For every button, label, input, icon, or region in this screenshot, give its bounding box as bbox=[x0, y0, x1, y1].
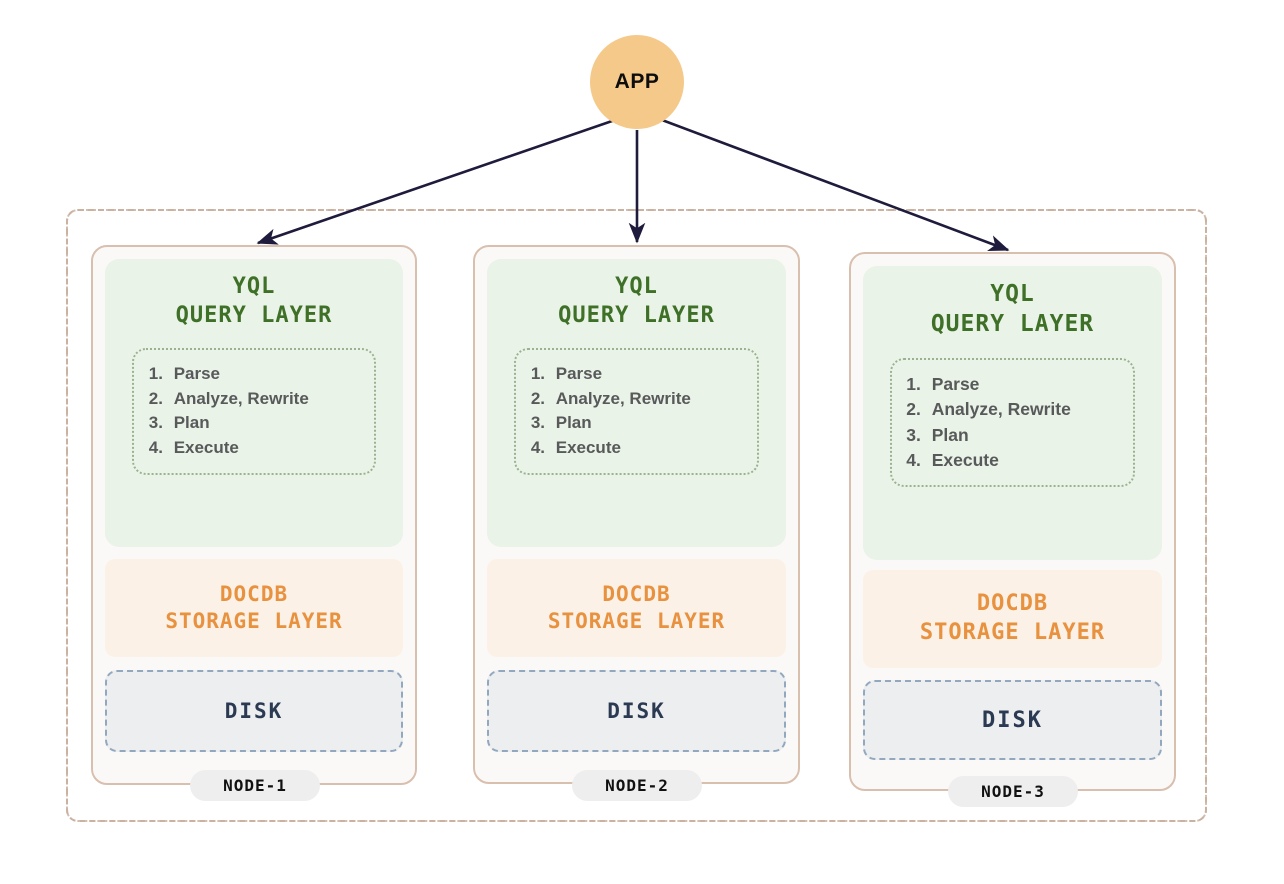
node-badge-3: NODE-3 bbox=[948, 776, 1078, 807]
list-item: Execute bbox=[550, 436, 691, 461]
yql-title-line1-2: YQL bbox=[615, 274, 658, 299]
docdb-storage-layer-panel-3: DOCDB STORAGE LAYER bbox=[863, 570, 1162, 668]
yql-steps-box-2: Parse Analyze, Rewrite Plan Execute bbox=[513, 348, 760, 475]
list-item: Analyze, Rewrite bbox=[926, 397, 1071, 422]
docdb-title-line1-1: DOCDB bbox=[219, 581, 289, 606]
list-item: Execute bbox=[926, 448, 1071, 473]
docdb-title-line2-1: STORAGE LAYER bbox=[165, 609, 343, 633]
disk-panel-1: DISK bbox=[105, 670, 403, 752]
node-badge-1: NODE-1 bbox=[190, 770, 320, 801]
yql-steps-list-1: Parse Analyze, Rewrite Plan Execute bbox=[138, 362, 309, 461]
yql-steps-box-3: Parse Analyze, Rewrite Plan Execute bbox=[889, 357, 1136, 488]
node-badge-2: NODE-2 bbox=[572, 770, 702, 801]
docdb-title-3: DOCDB STORAGE LAYER bbox=[920, 590, 1105, 647]
node-badge-label-3: NODE-3 bbox=[981, 782, 1045, 801]
docdb-storage-layer-panel-2: DOCDB STORAGE LAYER bbox=[487, 559, 786, 657]
yql-title-line1-1: YQL bbox=[232, 274, 276, 299]
disk-label-1: DISK bbox=[224, 699, 284, 723]
docdb-storage-layer-panel-1: DOCDB STORAGE LAYER bbox=[105, 559, 403, 657]
list-item: Plan bbox=[550, 411, 691, 436]
list-item: Parse bbox=[168, 362, 309, 387]
list-item: Execute bbox=[168, 436, 309, 461]
yql-steps-list-2: Parse Analyze, Rewrite Plan Execute bbox=[520, 362, 691, 461]
list-item: Parse bbox=[550, 362, 691, 387]
yql-title-line1-3: YQL bbox=[990, 281, 1035, 307]
node-card-2[interactable]: YQL QUERY LAYER Parse Analyze, Rewrite P… bbox=[473, 245, 800, 784]
node-card-3[interactable]: YQL QUERY LAYER Parse Analyze, Rewrite P… bbox=[849, 252, 1176, 791]
yql-title-line2-2: QUERY LAYER bbox=[558, 302, 715, 328]
docdb-title-line1-2: DOCDB bbox=[602, 581, 671, 606]
yql-steps-box-1: Parse Analyze, Rewrite Plan Execute bbox=[131, 348, 377, 475]
docdb-title-line2-3: STORAGE LAYER bbox=[919, 620, 1106, 645]
disk-panel-3: DISK bbox=[863, 680, 1162, 760]
docdb-title-line2-2: STORAGE LAYER bbox=[547, 609, 726, 633]
list-item: Parse bbox=[926, 372, 1071, 397]
disk-panel-2: DISK bbox=[487, 670, 786, 752]
disk-label-3: DISK bbox=[982, 707, 1043, 733]
docdb-title-1: DOCDB STORAGE LAYER bbox=[165, 581, 342, 636]
app-node[interactable]: APP bbox=[590, 35, 684, 129]
list-item: Analyze, Rewrite bbox=[550, 387, 691, 412]
yql-title-line2-1: QUERY LAYER bbox=[175, 302, 333, 328]
yql-query-layer-panel-2: YQL QUERY LAYER Parse Analyze, Rewrite P… bbox=[487, 259, 786, 547]
node-card-1[interactable]: YQL QUERY LAYER Parse Analyze, Rewrite P… bbox=[91, 245, 417, 785]
yql-title-line2-3: QUERY LAYER bbox=[930, 310, 1095, 337]
yql-steps-list-3: Parse Analyze, Rewrite Plan Execute bbox=[896, 372, 1071, 474]
app-label: APP bbox=[614, 70, 660, 93]
list-item: Analyze, Rewrite bbox=[168, 387, 309, 412]
list-item: Plan bbox=[926, 423, 1071, 448]
list-item: Plan bbox=[168, 411, 309, 436]
yql-query-layer-panel-1: YQL QUERY LAYER Parse Analyze, Rewrite P… bbox=[105, 259, 403, 547]
node-badge-label-1: NODE-1 bbox=[223, 776, 287, 795]
yql-title-2: YQL QUERY LAYER bbox=[558, 273, 715, 330]
yql-title-3: YQL QUERY LAYER bbox=[931, 280, 1094, 340]
yql-query-layer-panel-3: YQL QUERY LAYER Parse Analyze, Rewrite P… bbox=[863, 266, 1162, 560]
yql-title-1: YQL QUERY LAYER bbox=[176, 273, 333, 330]
node-badge-label-2: NODE-2 bbox=[605, 776, 669, 795]
disk-label-2: DISK bbox=[607, 699, 666, 723]
docdb-title-2: DOCDB STORAGE LAYER bbox=[548, 581, 725, 636]
docdb-title-line1-3: DOCDB bbox=[976, 591, 1049, 617]
